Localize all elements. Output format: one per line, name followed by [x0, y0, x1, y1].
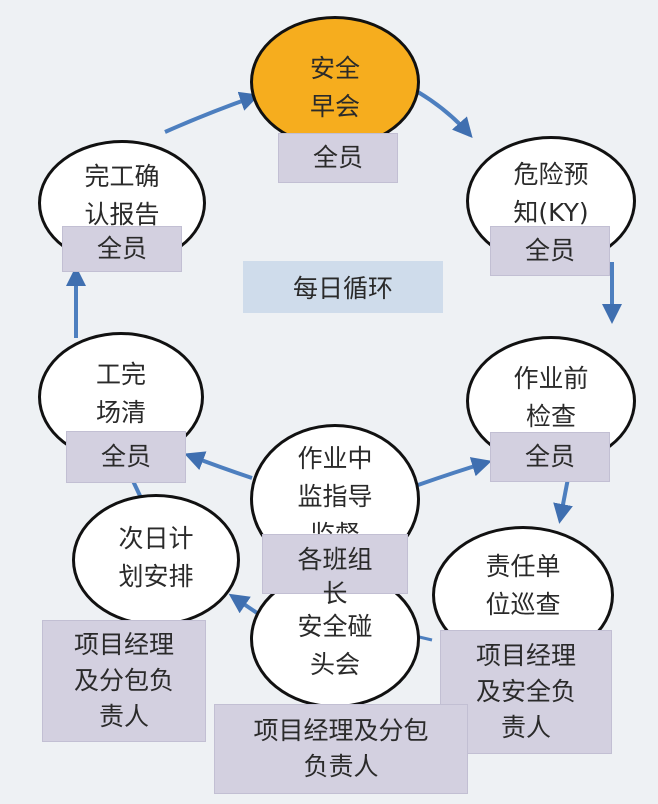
- node-completion-report-label: 完工确 认报告: [84, 162, 160, 229]
- role-next-day-plan: 项目经理 及分包负 责人: [42, 620, 206, 742]
- arrow-completion-to-meeting: [164, 91, 260, 134]
- role-safety-briefing: 项目经理及分包 负责人: [214, 704, 468, 794]
- node-safety-briefing-label: 安全碰 头会: [297, 612, 373, 679]
- node-hazard-prediction-label: 危险预 知(KY): [513, 160, 589, 227]
- role-safety-meeting: 全员: [278, 133, 398, 183]
- role-pre-work-inspection: 全员: [490, 432, 610, 482]
- node-next-day-plan-label: 次日计 划安排: [118, 524, 194, 591]
- role-site-cleanup: 全员: [66, 431, 186, 483]
- role-work-supervision: 各班组 长: [262, 534, 408, 608]
- node-safety-meeting-label: 安全 早会: [309, 54, 360, 121]
- node-next-day-plan: [72, 494, 240, 626]
- role-responsible-unit-patrol: 项目经理 及安全负 责人: [440, 630, 612, 754]
- node-responsible-unit-patrol-label: 责任单 位巡查: [485, 552, 561, 619]
- arrow-meeting-to-hazard: [416, 90, 473, 139]
- role-hazard-prediction: 全员: [490, 226, 610, 276]
- arrow-supervision-to-cleanup: [184, 451, 253, 480]
- arrow-briefing-to-nextday: [228, 593, 262, 617]
- arrow-preinspection-to-supervision: [417, 457, 492, 487]
- node-site-cleanup-label: 工完 场清: [95, 360, 146, 427]
- node-pre-work-inspection-label: 作业前 检查: [513, 364, 589, 431]
- role-completion-report: 全员: [62, 226, 182, 272]
- daily-cycle-title: 每日循环: [243, 261, 443, 313]
